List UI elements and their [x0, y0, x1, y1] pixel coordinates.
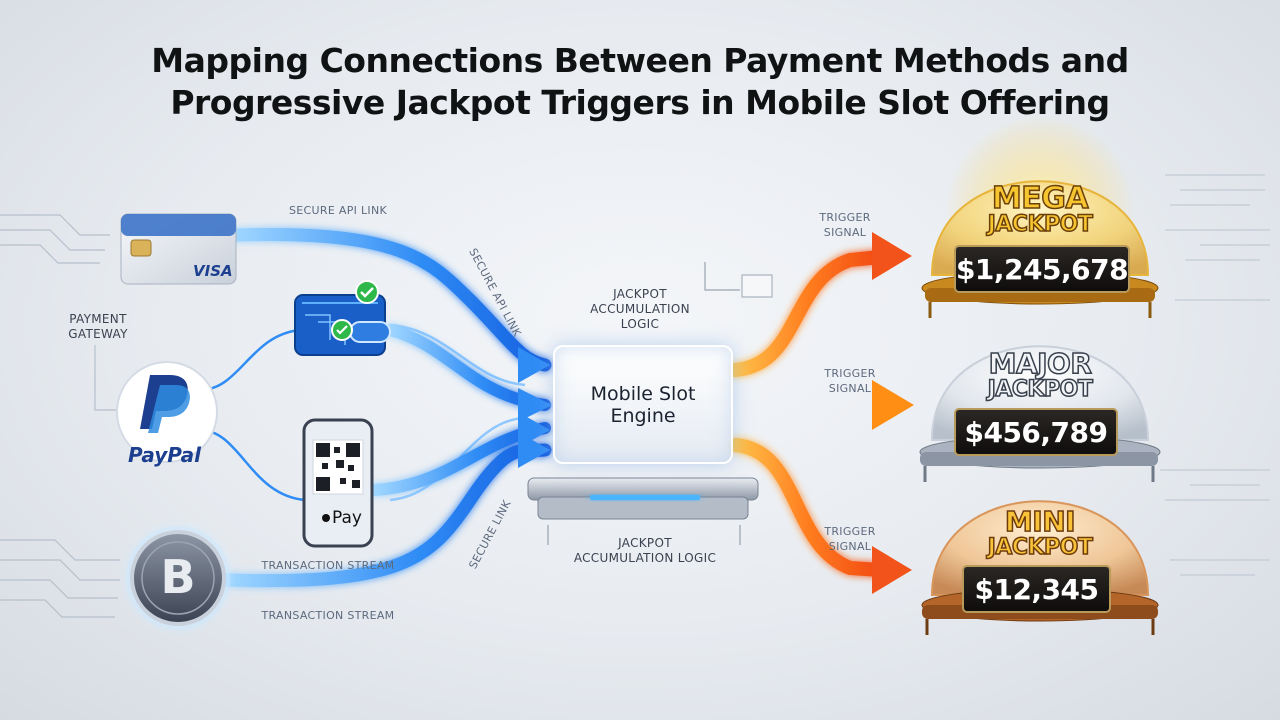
applepay-brand: Pay — [332, 508, 362, 528]
circuit-lines-right — [1160, 175, 1270, 575]
circuit-lines-left — [0, 215, 125, 617]
stream-to-mega — [735, 257, 880, 370]
digital-wallet-icon — [295, 281, 390, 355]
visa-brand: VISA — [193, 262, 233, 280]
major-jackpot-title: MAJOR JACKPOT — [940, 350, 1140, 402]
transaction-stream-label-1: TRANSACTION STREAM — [248, 558, 408, 573]
trigger-signal-label-1: TRIGGER SIGNAL — [800, 210, 890, 240]
accumulation-callout-line — [705, 262, 772, 297]
arrowhead-blue-1 — [518, 347, 550, 383]
mini-jackpot-amount: $12,345 — [962, 565, 1111, 613]
mega-jackpot-title: MEGA JACKPOT — [940, 185, 1140, 237]
engine-title-line-2: Engine — [610, 405, 675, 427]
bitcoin-symbol: B — [160, 550, 196, 604]
trigger-signal-label-3: TRIGGER SIGNAL — [805, 524, 895, 554]
page-title: Mapping Connections Between Payment Meth… — [0, 40, 1280, 124]
paypal-brand: PayPal — [128, 443, 201, 467]
title-line-2: Progressive Jackpot Triggers in Mobile S… — [0, 82, 1280, 124]
transaction-stream-label-2: TRANSACTION STREAM — [248, 608, 408, 623]
engine-title-line-1: Mobile Slot — [591, 383, 696, 405]
secure-api-link-label-top: SECURE API LINK — [268, 203, 408, 218]
mega-jackpot-amount: $1,245,678 — [954, 245, 1130, 293]
trigger-signal-label-2: TRIGGER SIGNAL — [805, 366, 895, 396]
mobile-slot-engine: Mobile Slot Engine — [553, 345, 733, 464]
title-line-1: Mapping Connections Between Payment Meth… — [0, 40, 1280, 82]
engine-pedestal — [528, 478, 758, 545]
blue-arrowheads — [518, 347, 552, 468]
payment-gateway-label: PAYMENT GATEWAY — [48, 312, 148, 342]
jackpot-accumulation-logic-label-top: JACKPOT ACCUMULATION LOGIC — [565, 287, 715, 332]
jackpot-accumulation-logic-label-bottom: JACKPOT ACCUMULATION LOGIC — [555, 536, 735, 566]
major-jackpot-amount: $456,789 — [954, 408, 1118, 456]
mini-jackpot-title: MINI JACKPOT — [940, 508, 1140, 560]
